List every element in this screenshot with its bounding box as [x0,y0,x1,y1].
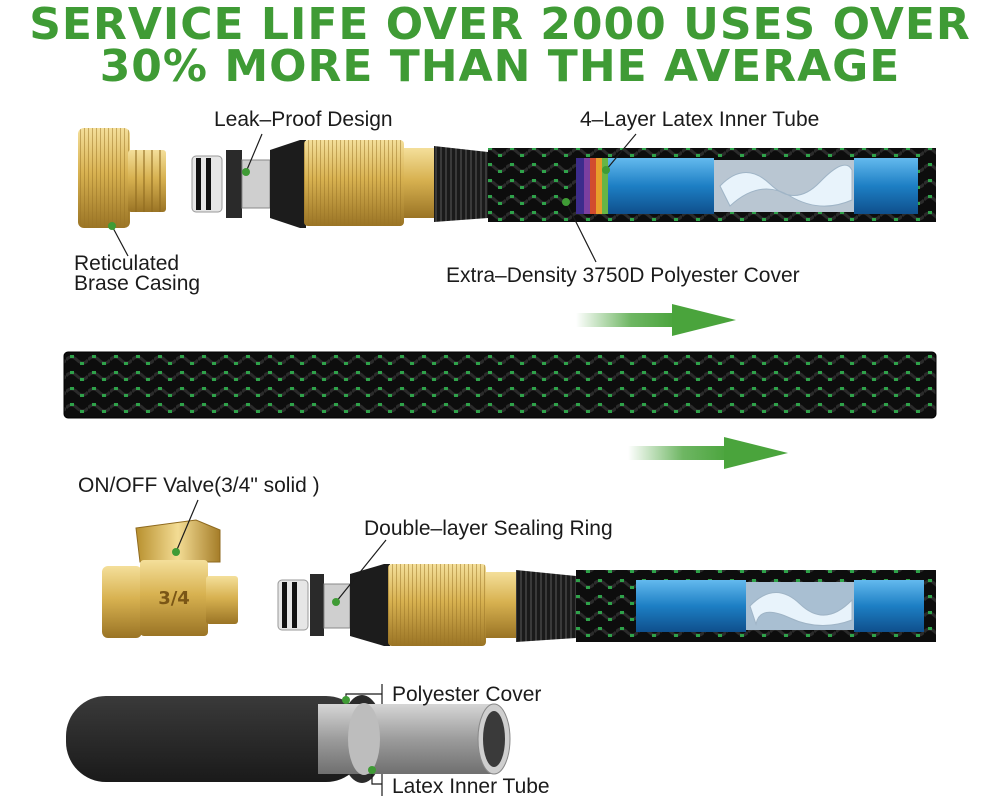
sealing-ring-nipple [277,564,390,646]
braided-hose-full [63,351,937,419]
label-double-layer-sealing-ring: Double–layer Sealing Ring [364,517,613,540]
braided-hose-cutaway-top [488,148,936,222]
valve-size-marking: 3/4 [158,588,190,609]
flow-arrow-upper [576,304,736,336]
brass-coupling [304,140,434,226]
cross-section-tube [66,695,511,783]
headline-line-2: 30% MORE THAN THE AVERAGE [99,41,901,92]
label-reticulated-line1: Reticulated [74,252,180,275]
flow-arrow-lower [628,437,788,469]
leak-proof-nipple [191,140,306,228]
label-4-layer-latex-inner-tube: 4–Layer Latex Inner Tube [580,108,820,131]
callout-lines [111,133,637,796]
braided-hose-cutaway-bottom [576,570,936,642]
brass-coupling-lower [388,564,576,646]
headline-line-1: SERVICE LIFE OVER 2000 USES OVER [29,0,971,50]
label-on-off-valve: ON/OFF Valve(3/4" solid ) [78,474,320,497]
label-leak-proof-design: Leak–Proof Design [214,108,393,131]
callout-dots [108,166,610,774]
label-latex-inner-tube: Latex Inner Tube [392,775,550,798]
label-reticulated-line2: Brase Casing [74,272,201,295]
label-polyester-cover: Polyester Cover [392,683,542,706]
hose-collar [434,146,488,222]
on-off-valve: 3/4 [102,519,238,638]
label-extra-density-polyester-cover: Extra–Density 3750D Polyester Cover [446,264,800,287]
brass-casing-fitting [78,128,166,228]
